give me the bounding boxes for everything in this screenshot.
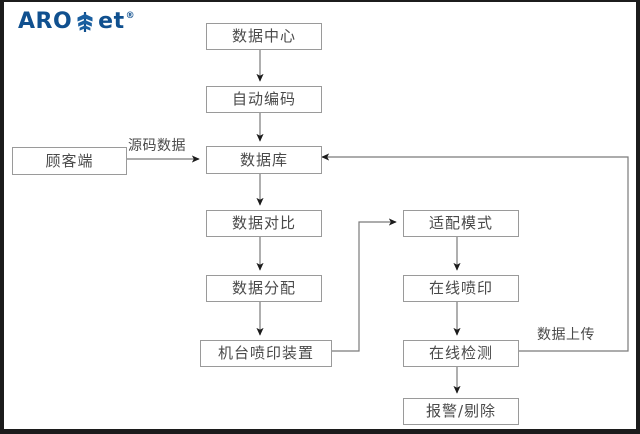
node-data-compare[interactable]: 数据对比 — [206, 210, 322, 237]
node-adapt-mode[interactable]: 适配模式 — [403, 210, 519, 237]
node-customer-end[interactable]: 顾客端 — [12, 147, 127, 175]
node-data-distribute[interactable]: 数据分配 — [206, 275, 322, 302]
edge-label-data-upload: 数据上传 — [537, 327, 595, 343]
logo-text-right: et — [98, 9, 125, 34]
arovet-logo: ARO et ® — [18, 10, 135, 36]
edge-machine-to-adapt — [328, 218, 397, 352]
edge-label-source-code-data: 源码数据 — [128, 138, 186, 154]
wheat-leaf-icon — [74, 10, 96, 34]
node-alarm-reject[interactable]: 报警/剔除 — [403, 398, 519, 425]
node-machine-printer[interactable]: 机台喷印装置 — [200, 340, 332, 367]
registered-trademark-icon: ® — [125, 11, 135, 21]
logo-text-left: ARO — [18, 9, 73, 34]
node-auto-coding[interactable]: 自动编码 — [206, 86, 322, 113]
node-online-print[interactable]: 在线喷印 — [403, 275, 519, 302]
node-online-inspect[interactable]: 在线检测 — [403, 340, 519, 367]
node-database[interactable]: 数据库 — [206, 146, 322, 174]
edge-inspect-to-database-upload — [321, 153, 629, 352]
node-data-center[interactable]: 数据中心 — [206, 23, 322, 50]
